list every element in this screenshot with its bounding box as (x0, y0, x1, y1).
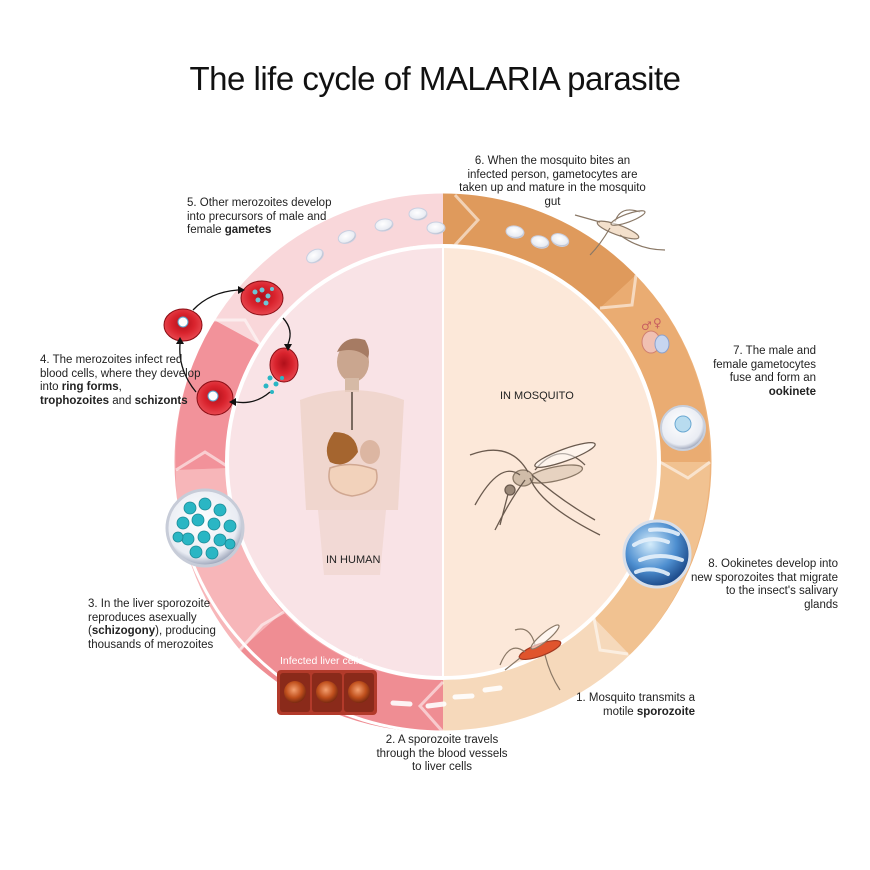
svg-text:♀: ♀ (653, 316, 662, 330)
page-title: The life cycle of MALARIA parasite (189, 60, 681, 97)
human-figure (300, 338, 404, 575)
liver-cells-label: Infected liver cells (280, 655, 364, 667)
step-2-caption: 2. A sporozoite travels through the bloo… (376, 734, 508, 773)
sporozoite-sphere-icon (622, 519, 692, 589)
ring-chevrons (175, 193, 711, 733)
step-8-caption: 8. Ookinetes develop into new sporozoite… (690, 558, 838, 611)
gametocyte-cells (306, 207, 570, 264)
red-blood-cell-cycle (163, 280, 299, 416)
zone-label-human: IN HUMAN (326, 554, 381, 566)
ookinete-icon (660, 405, 706, 451)
mosquito-transmit-icon (499, 624, 562, 691)
merozoite-sphere-icon (165, 488, 245, 568)
liver-cells-icon (277, 670, 377, 715)
step-3-caption: 3. In the liver sporozoite reproduces as… (88, 598, 216, 651)
step-1-caption: 1. Mosquito transmits a motile sporozoit… (576, 692, 695, 718)
sporozoite-cells (390, 685, 503, 709)
step-5-caption: 5. Other merozoites develop into precurs… (187, 197, 332, 236)
gametes-icon: ♂ ♀ (641, 316, 670, 354)
zone-label-mosquito: IN MOSQUITO (500, 390, 574, 402)
mosquito-center-icon (469, 442, 601, 536)
mosquito-bite-icon (574, 209, 666, 256)
svg-text:♂: ♂ (641, 319, 652, 333)
step-6-caption: 6. When the mosquito bites an infected p… (459, 155, 646, 208)
step-4-caption: 4. The merozoites infect red blood cells… (40, 354, 201, 407)
step-7-caption: 7. The male and female gametocytes fuse … (713, 345, 816, 398)
